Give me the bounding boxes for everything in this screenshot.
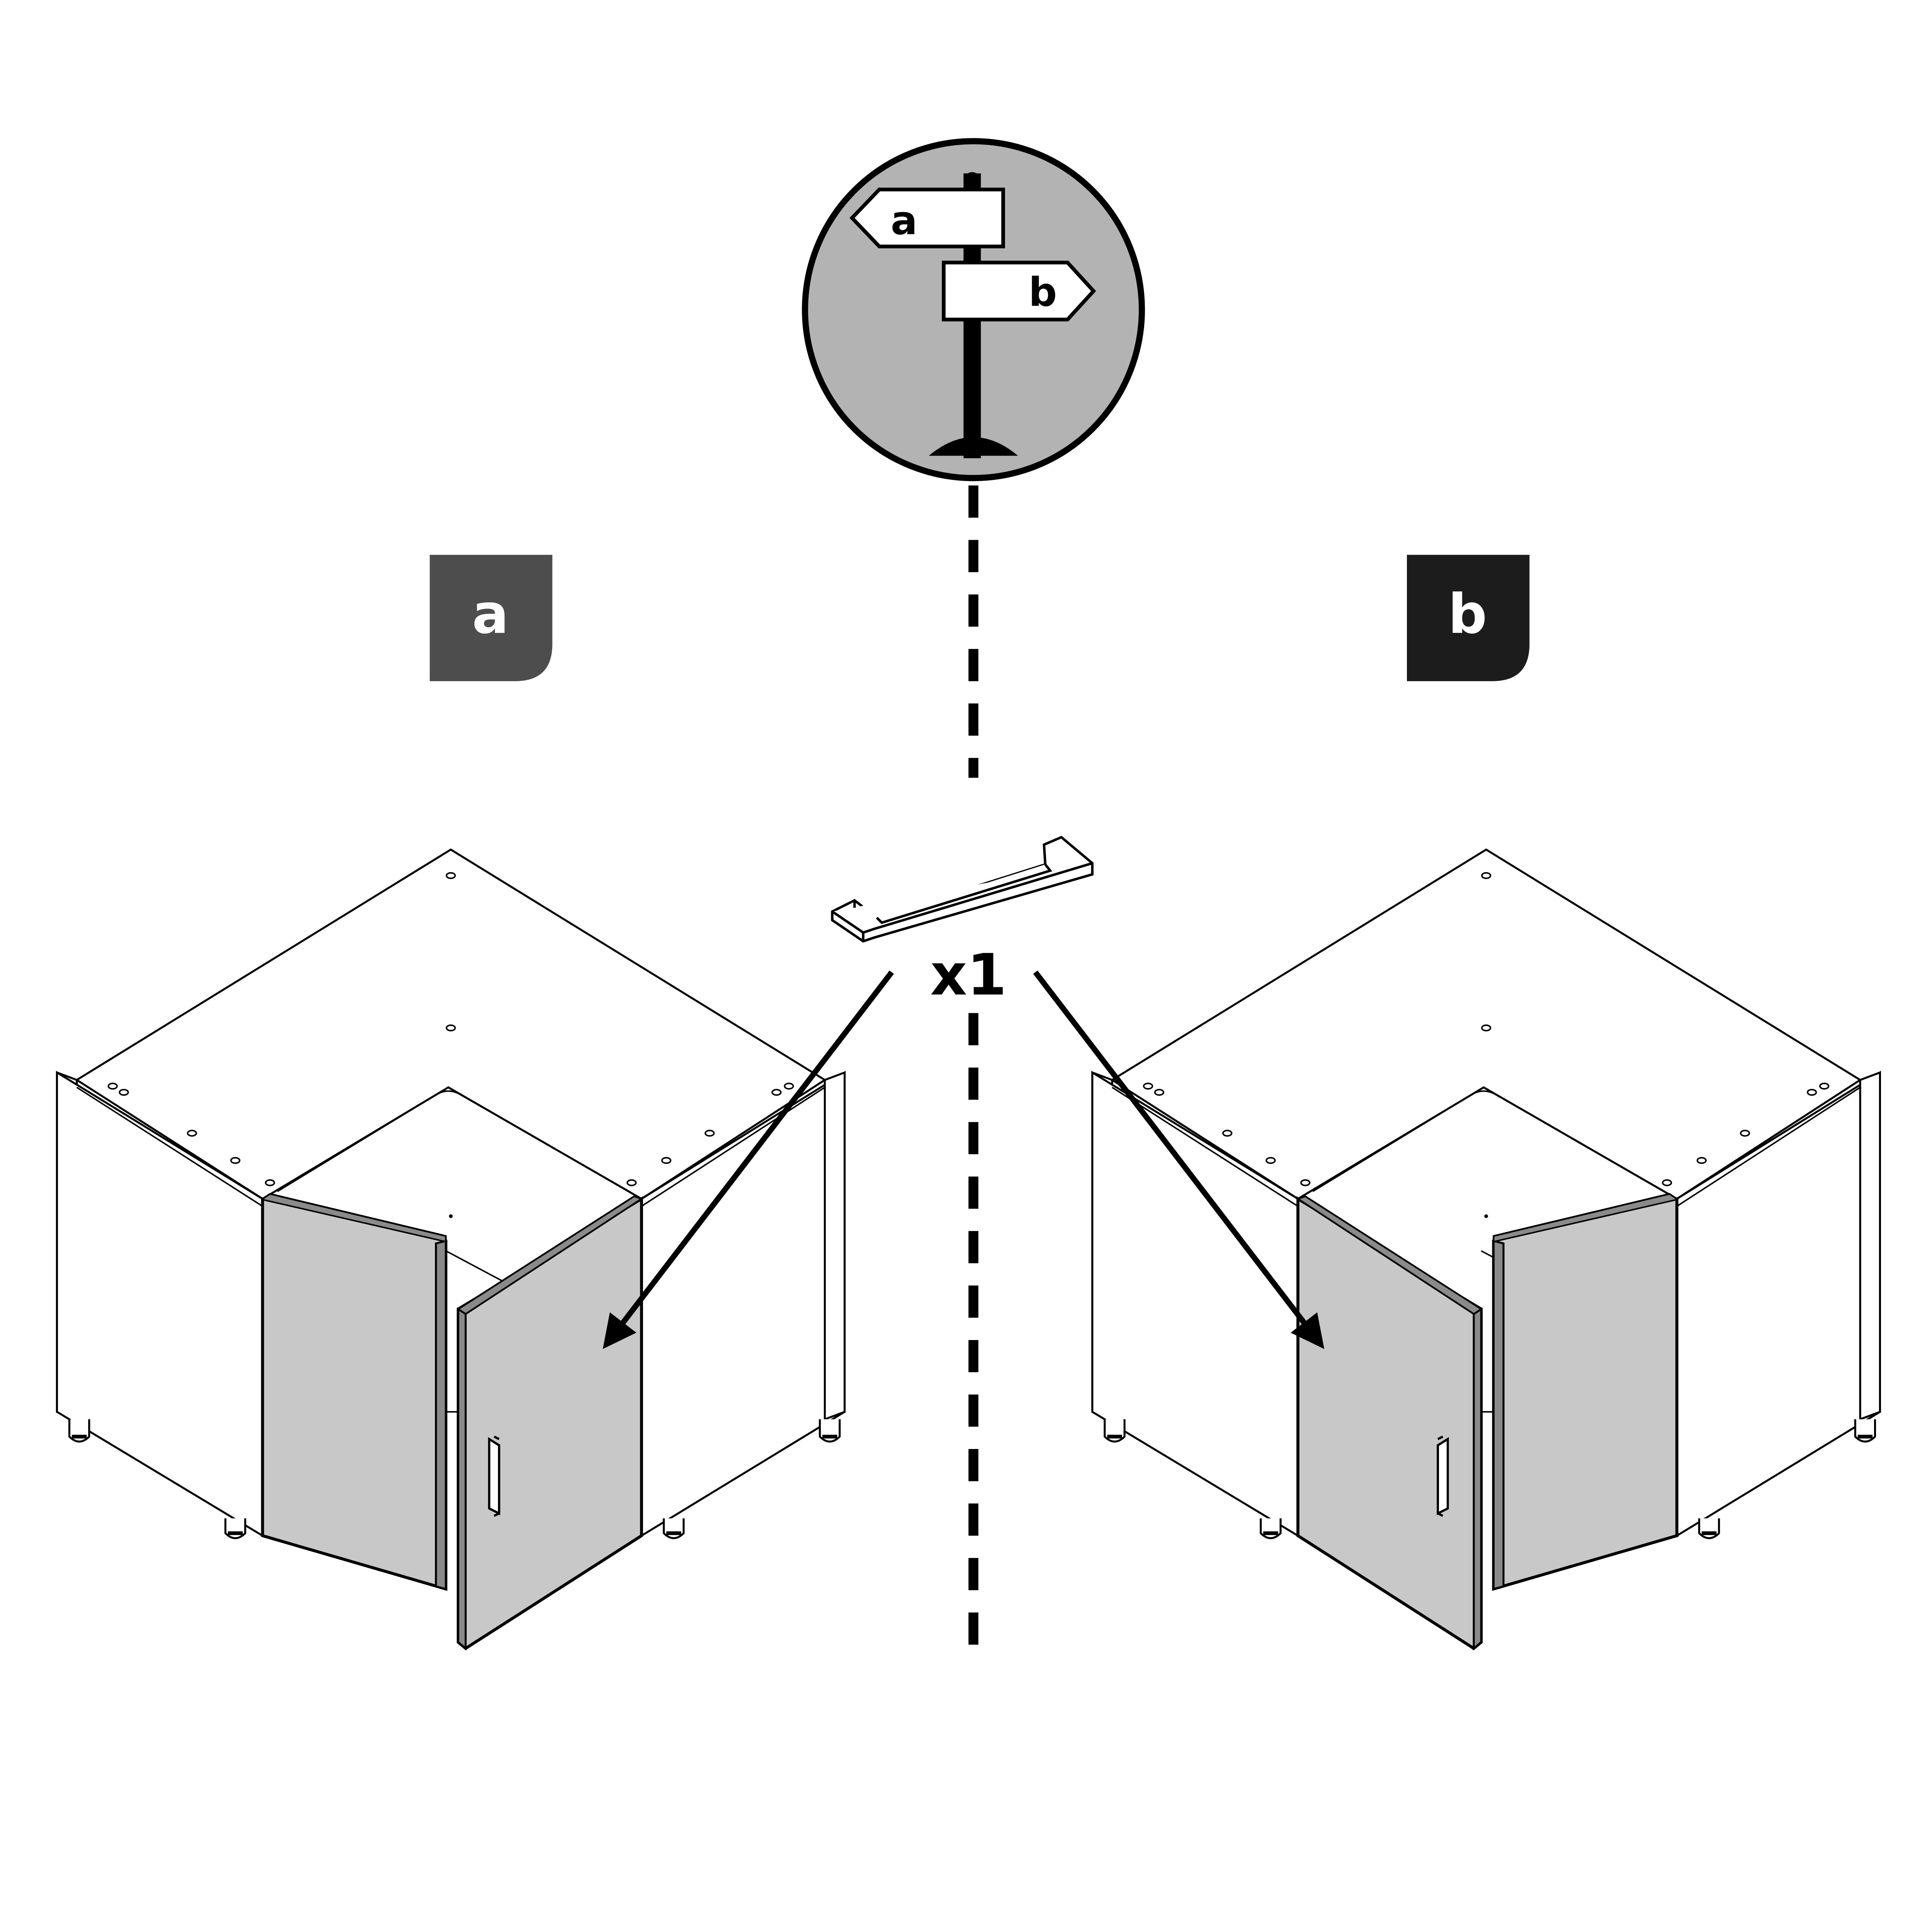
sign-right-label: b [1029,270,1057,316]
cabinet-a [57,850,894,1651]
handle-part [831,835,1094,943]
signpost-base [929,437,1018,456]
cabinet-b [1033,850,1880,1651]
cabinet-b-right-door [1492,1197,1679,1591]
cabinet-a-handle-icon [488,1435,500,1517]
cabinet-a-left-door [261,1197,447,1591]
sign-left-label: a [891,198,917,244]
option-badge-b-label: b [1448,583,1487,646]
cabinet-a-install-arrow [602,970,894,1349]
sign-left-arrow [849,187,1005,248]
cabinet-b-handle-icon [1437,1435,1449,1517]
option-badge-a: a [430,554,553,681]
signpost-circle: a b [802,138,1145,481]
cabinet-b-left-door [1296,1196,1483,1650]
cabinet-b-install-arrow [1033,970,1325,1349]
cabinet-a-right-door [457,1196,643,1650]
option-badge-b: b [1407,554,1530,681]
option-badge-a-label: a [472,583,509,646]
sign-right-arrow [942,260,1096,321]
handle-quantity-label: x1 [930,942,1007,1008]
